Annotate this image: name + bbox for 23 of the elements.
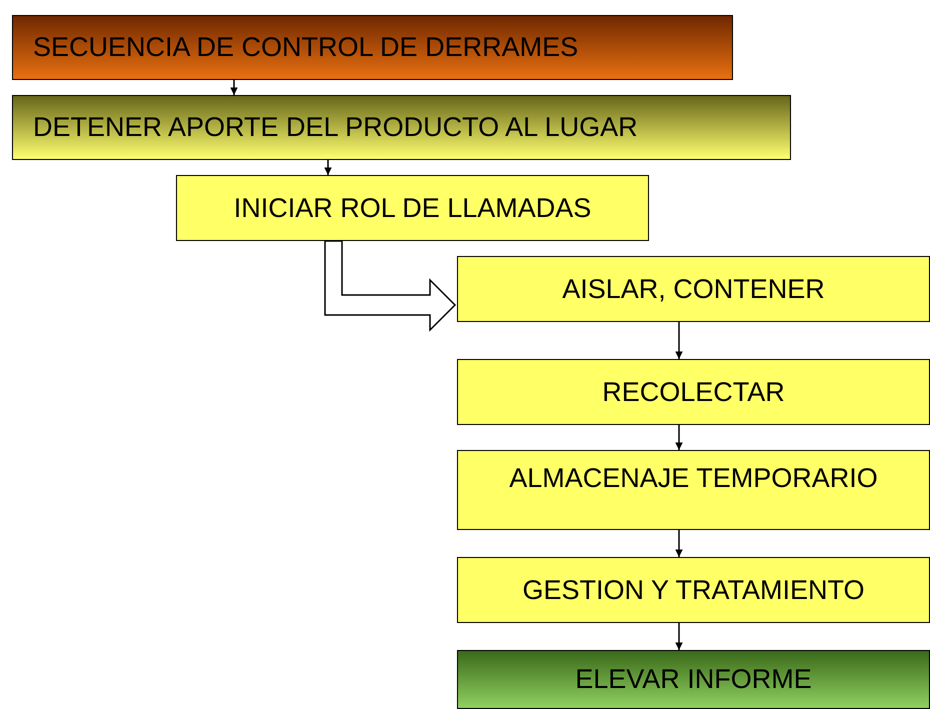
step-label: ALMACENAJE TEMPORARIO xyxy=(509,463,878,494)
arrow xyxy=(675,530,683,557)
step-label: ELEVAR INFORME xyxy=(575,664,812,695)
process-box xyxy=(12,15,733,80)
process-box xyxy=(457,650,930,709)
arrow xyxy=(230,80,238,95)
process-box xyxy=(457,256,930,322)
step-label: AISLAR, CONTENER xyxy=(562,274,825,304)
block-arrow xyxy=(324,240,456,332)
step-label: INICIAR ROL DE LLAMADAS xyxy=(234,192,592,224)
arrow xyxy=(675,623,683,650)
process-box xyxy=(176,175,649,241)
step-label: SECUENCIA DE CONTROL DE DERRAMES xyxy=(33,32,578,63)
process-box xyxy=(457,359,930,425)
step-label: RECOLECTAR xyxy=(602,376,785,408)
process-box xyxy=(457,450,930,530)
process-box xyxy=(12,95,791,160)
step-label: GESTION Y TRATAMIENTO xyxy=(522,574,865,606)
arrow xyxy=(324,160,332,175)
arrow xyxy=(675,425,683,450)
arrow xyxy=(675,322,683,359)
process-box xyxy=(457,557,930,623)
step-label: DETENER APORTE DEL PRODUCTO AL LUGAR xyxy=(33,112,638,143)
